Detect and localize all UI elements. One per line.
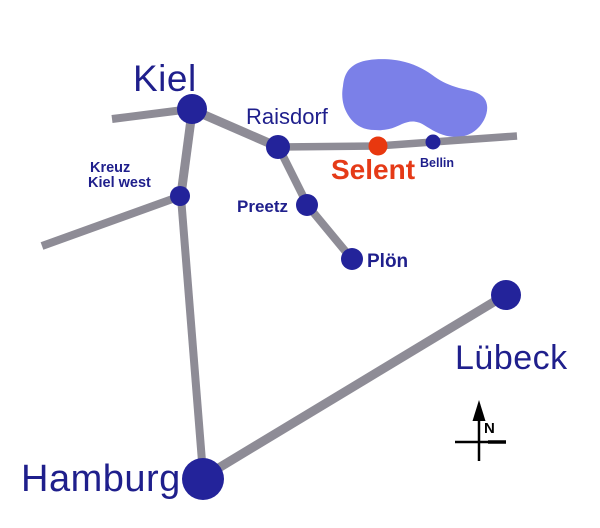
city-dot-ploen (341, 248, 363, 270)
road-hamburg-luebeck (209, 293, 505, 476)
label-bellin: Bellin (420, 156, 454, 170)
city-dot-hamburg (182, 458, 224, 500)
road-preetz-ploen (304, 203, 355, 261)
label-selent: Selent (331, 154, 415, 185)
city-dot-preetz (296, 194, 318, 216)
city-dot-kiel (177, 94, 207, 124)
compass-north-label: N (484, 420, 495, 437)
city-dots (170, 94, 521, 500)
road-kiel-kreuz (176, 111, 197, 196)
label-hamburg: Hamburg (21, 458, 181, 500)
city-dot-luebeck (491, 280, 521, 310)
north-arrow-icon (472, 400, 486, 421)
label-preetz: Preetz (237, 197, 288, 216)
road-kreuz-southwest (40, 193, 180, 250)
label-raisdorf: Raisdorf (246, 104, 329, 129)
label-kreuz-kiel-west-line2: Kiel west (88, 175, 151, 191)
city-dot-selent (368, 136, 388, 156)
label-luebeck: Lübeck (455, 339, 568, 377)
lake (342, 59, 488, 138)
label-kiel: Kiel (133, 58, 197, 99)
road-kiel-raisdorf (191, 105, 280, 152)
city-dot-bellin (425, 134, 441, 150)
compass: N (455, 400, 506, 461)
label-ploen: Plön (367, 251, 408, 272)
road-kreuz-hamburg (177, 196, 207, 475)
roads (40, 105, 518, 476)
label-kreuz-kiel-west-line1: Kreuz (90, 160, 130, 176)
city-dot-raisdorf (266, 135, 290, 159)
road-raisdorf-selent-bellin (277, 132, 518, 151)
city-dot-kreuz-kiel-west (170, 186, 190, 206)
